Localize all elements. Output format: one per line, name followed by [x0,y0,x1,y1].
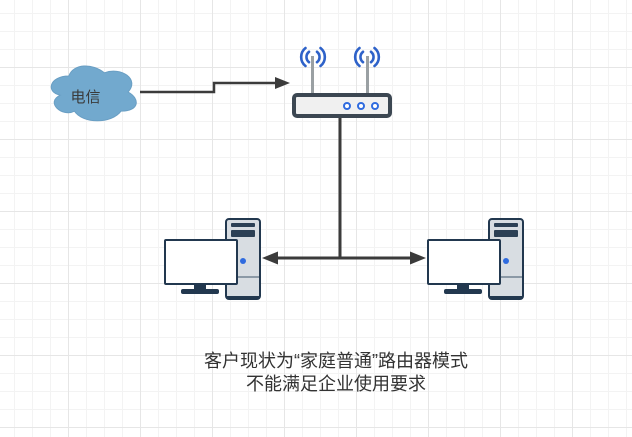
tower-divider [227,276,259,278]
monitor-stand-neck [194,284,206,291]
computer-node-left[interactable] [164,218,264,300]
tower-vent [231,223,255,227]
power-led-icon [240,258,246,264]
led-indicator-icon [371,101,379,110]
tower-divider [490,276,522,278]
cloud-icon [50,65,137,122]
router-antenna [366,56,369,94]
connector-line [140,81,276,94]
cloud-node-telecom[interactable]: 电信 [45,60,140,124]
caption-line-2: 不能满足企业使用要求 [246,374,426,394]
monitor-screen [164,239,238,285]
router-antenna [311,56,314,94]
monitor-stand-base [181,289,219,294]
router-body [292,93,392,118]
caption-line-1: 客户现状为“家庭普通”路由器模式 [204,351,468,371]
led-indicator-icon [343,101,351,110]
monitor-stand-neck [457,284,469,291]
wifi-signal-icon [353,46,381,68]
arrowhead-left-icon [262,251,278,265]
computer-node-right[interactable] [427,218,527,300]
tower-vent [231,230,255,237]
tower-vent [494,223,518,227]
led-indicator-icon [357,101,365,110]
power-led-icon [503,258,509,264]
cloud-label: 电信 [70,88,101,106]
monitor-screen [427,239,501,285]
arrowhead-right-icon [275,77,290,89]
diagram-caption[interactable]: 客户现状为“家庭普通”路由器模式 不能满足企业使用要求 [76,350,596,396]
connector-cloud-to-router[interactable] [140,77,290,94]
tower-vent [494,230,518,237]
monitor-stand-base [444,289,482,294]
arrowhead-right-icon [410,251,426,265]
connector-pc-to-pc[interactable] [262,251,426,265]
wifi-signal-icon [299,46,327,68]
